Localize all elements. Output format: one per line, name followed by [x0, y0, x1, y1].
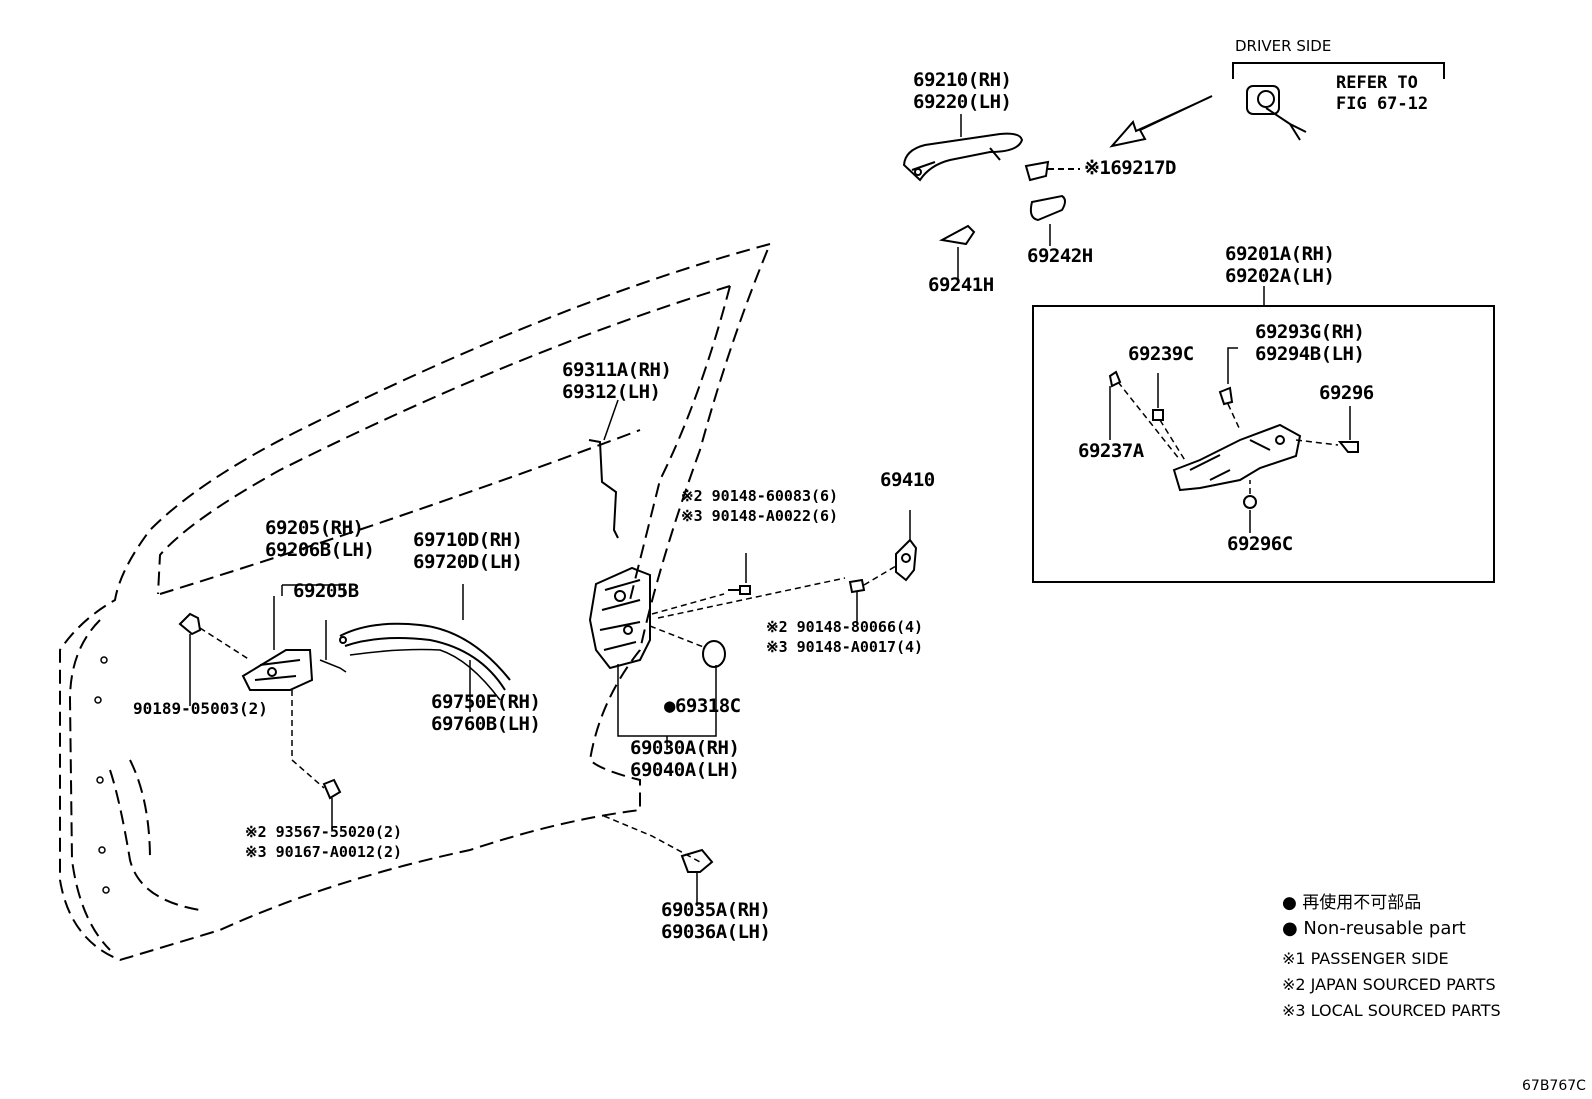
door-outline	[59, 242, 772, 962]
grommet-ring	[702, 640, 726, 668]
label-69201a: 69201A(RH)	[1225, 243, 1335, 265]
handle-frame	[1108, 370, 1359, 509]
label-69036a: 69036A(LH)	[661, 921, 771, 943]
lock-leaders	[617, 553, 747, 750]
frame-dashes	[1117, 381, 1339, 494]
label-93567: ※2 93567-55020(2)	[245, 823, 403, 841]
legend-passenger-side: ※1 PASSENGER SIDE	[1282, 949, 1449, 968]
handle-cap-69217d	[1024, 160, 1080, 182]
pad-69241h	[938, 224, 976, 246]
label-69293g: 69293G(RH)	[1255, 321, 1365, 343]
cables	[339, 584, 511, 712]
driver-side-bracket	[1232, 62, 1445, 79]
bracket-69205	[273, 584, 347, 673]
label-69210: 69210(RH)	[913, 69, 1012, 91]
label-69237a: 69237A	[1078, 440, 1144, 462]
label-90148-60083: ※2 90148-60083(6)	[681, 487, 839, 505]
label-69318c: ●69318C	[664, 695, 741, 717]
label-90148-a0017: ※3 90148-A0017(4)	[766, 638, 924, 656]
label-69239c: 69239C	[1128, 343, 1194, 365]
label-69241h: 69241H	[928, 274, 994, 296]
label-69410: 69410	[880, 469, 935, 491]
label-69217d: ※169217D	[1084, 157, 1177, 179]
clip-90189	[178, 612, 251, 706]
arrow-icon	[1109, 95, 1213, 148]
label-90167: ※3 90167-A0012(2)	[245, 843, 403, 861]
legend-japan-sourced: ※2 JAPAN SOURCED PARTS	[1282, 975, 1496, 994]
lock-rod	[588, 399, 619, 539]
label-90148-80066: ※2 90148-80066(4)	[766, 618, 924, 636]
door-holes	[94, 656, 110, 894]
lock-dashes	[603, 577, 846, 863]
door-lock-assembly	[588, 566, 751, 670]
driver-side-header: DRIVER SIDE	[1235, 37, 1332, 55]
outside-handle	[902, 132, 1024, 182]
inside-handle	[241, 649, 314, 691]
label-69296c: 69296C	[1227, 533, 1293, 555]
legend-nonreusable-jp: ● 再使用不可部品	[1282, 893, 1422, 913]
frame-box	[1032, 286, 1495, 583]
striker	[848, 510, 918, 625]
label-69206b: 69206B(LH)	[265, 539, 375, 561]
label-69205: 69205(RH)	[265, 517, 364, 539]
screw-93567	[291, 690, 342, 830]
legend-nonreusable-en: ● Non-reusable part	[1282, 918, 1466, 939]
label-69220: 69220(LH)	[913, 91, 1012, 113]
label-69750e: 69750E(RH)	[431, 691, 541, 713]
label-69035a: 69035A(RH)	[661, 899, 771, 921]
refer-text-1: REFER TO	[1336, 73, 1418, 93]
label-69760b: 69760B(LH)	[431, 713, 541, 735]
cover-69035a	[680, 848, 714, 906]
label-69030a: 69030A(RH)	[630, 737, 740, 759]
label-69205b: 69205B	[293, 580, 359, 602]
door-lock-cylinder	[1246, 85, 1307, 141]
legend-local-sourced: ※3 LOCAL SOURCED PARTS	[1282, 1001, 1501, 1020]
label-90189: 90189-05003(2)	[133, 699, 268, 718]
label-69040a: 69040A(LH)	[630, 759, 740, 781]
label-69202a: 69202A(LH)	[1225, 265, 1335, 287]
label-90148-a0022: ※3 90148-A0022(6)	[681, 507, 839, 525]
label-69710d: 69710D(RH)	[413, 529, 523, 551]
label-69242h: 69242H	[1027, 245, 1093, 267]
figure-id: 67B767C	[1522, 1078, 1586, 1094]
frame-leaders	[1109, 347, 1351, 533]
label-69312: 69312(LH)	[562, 381, 661, 403]
leaders-top	[957, 114, 1051, 280]
label-69294b: 69294B(LH)	[1255, 343, 1365, 365]
label-69720d: 69720D(LH)	[413, 551, 523, 573]
pad-69242h	[1029, 194, 1066, 222]
refer-text-2: FIG 67-12	[1336, 94, 1429, 114]
label-69311a: 69311A(RH)	[562, 359, 672, 381]
label-69296: 69296	[1319, 382, 1374, 404]
